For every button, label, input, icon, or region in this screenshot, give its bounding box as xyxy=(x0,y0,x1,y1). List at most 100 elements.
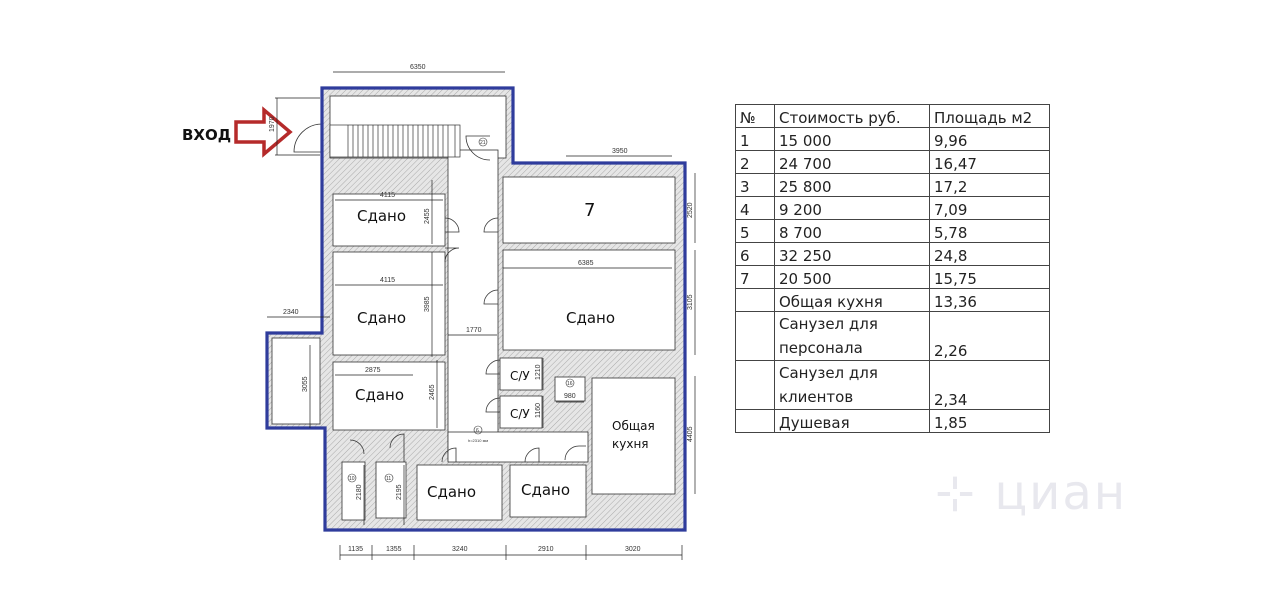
cell-area: 7,09 xyxy=(929,196,1050,220)
cell-number: 3 xyxy=(735,173,775,197)
cell-cost: 20 500 xyxy=(774,265,930,289)
room-label-7: 7 xyxy=(584,200,595,221)
marker-21: 21 xyxy=(480,140,486,146)
room-kitchen xyxy=(591,377,676,495)
dim-1160: 1160 xyxy=(535,403,542,418)
marker-16: 16 xyxy=(567,381,573,387)
room-label-b1: Сдано xyxy=(427,483,476,501)
cell-cost: 32 250 xyxy=(774,242,930,266)
dim-3055: 3055 xyxy=(302,376,309,392)
cell-number xyxy=(735,360,775,410)
cell-area: 9,96 xyxy=(929,127,1050,151)
room-label-6: Сдано xyxy=(566,309,615,327)
dim-entry: 1970 xyxy=(269,116,276,132)
room-3 xyxy=(332,361,446,431)
cell-area: 5,78 xyxy=(929,219,1050,243)
room-label-b2: Сдано xyxy=(521,481,570,499)
room-label-1: Сдано xyxy=(357,207,406,225)
room-label-wc-2: С/У xyxy=(510,407,530,421)
dim-2520: 2520 xyxy=(687,202,694,218)
header-cost: Стоимость руб. xyxy=(774,104,930,128)
cell-number: 2 xyxy=(735,150,775,174)
dim-2875: 2875 xyxy=(365,367,381,374)
cell-number: 1 xyxy=(735,127,775,151)
cell-area: 13,36 xyxy=(929,288,1050,312)
watermark-logo: ⊹ циан xyxy=(935,465,1128,521)
cell-area: 2,34 xyxy=(929,360,1050,410)
dim-2910: 2910 xyxy=(538,546,554,553)
dim-1770: 1770 xyxy=(466,327,482,334)
cell-cost: 9 200 xyxy=(774,196,930,220)
dim-3950: 3950 xyxy=(612,148,628,155)
cell-area: 2,26 xyxy=(929,311,1050,361)
cell-number: 5 xyxy=(735,219,775,243)
cell-number xyxy=(735,311,775,361)
cell-number: 7 xyxy=(735,265,775,289)
dimension-lines xyxy=(267,71,696,560)
entrance-arrow-icon xyxy=(234,106,293,158)
dim-3105: 3105 xyxy=(687,294,694,310)
rented-area-outline xyxy=(265,86,687,532)
room-markers xyxy=(347,137,575,483)
cell-area: 16,47 xyxy=(929,150,1050,174)
room-b2 xyxy=(509,464,587,518)
cell-area: 1,85 xyxy=(929,409,1050,433)
room-10 xyxy=(341,461,366,521)
room-label-3: Сдано xyxy=(355,386,404,404)
dim-4115b: 4115 xyxy=(380,277,395,284)
dim-3985: 3985 xyxy=(424,296,431,312)
cell-cost: 25 800 xyxy=(774,173,930,197)
dim-1210: 1210 xyxy=(535,364,542,380)
header-number: № xyxy=(735,104,775,128)
header-area: Площадь м2 xyxy=(929,104,1050,128)
marker-6: 6 xyxy=(476,428,479,434)
dim-2465: 2465 xyxy=(429,384,436,400)
cell-cost: Общая кухня xyxy=(774,288,930,312)
entrance-label: ВХОД xyxy=(182,126,231,144)
room-wc-2 xyxy=(499,395,543,429)
dim-2340: 2340 xyxy=(283,309,299,316)
table-header: № Стоимость руб. Площадь м2 xyxy=(735,104,1050,128)
dim-4405: 4405 xyxy=(687,426,694,442)
cell-cost: Санузел для персонала xyxy=(774,311,930,361)
cell-cost: 15 000 xyxy=(774,127,930,151)
dim-3020: 3020 xyxy=(625,546,641,553)
room-label-kitchen-1: Общая xyxy=(612,419,655,433)
doors xyxy=(293,123,586,463)
room-1 xyxy=(332,193,446,247)
room-label-wc-1: С/У xyxy=(510,369,530,383)
cell-number xyxy=(735,288,775,312)
corridor-lower xyxy=(447,431,589,463)
cell-cost: 24 700 xyxy=(774,150,930,174)
dim-980: 980 xyxy=(564,393,576,400)
room-shower xyxy=(554,376,586,402)
dim-2195: 2195 xyxy=(396,484,403,500)
room-label-kitchen-2: кухня xyxy=(612,437,649,451)
dim-1135: 1135 xyxy=(348,546,363,553)
marker-11: 11 xyxy=(386,476,391,482)
ceiling-height: h=2310 мм xyxy=(468,438,488,443)
corridor xyxy=(447,149,499,461)
cell-number: 6 xyxy=(735,242,775,266)
room-11 xyxy=(375,461,407,519)
stairs xyxy=(329,124,461,158)
dim-2180: 2180 xyxy=(356,484,363,500)
dim-6350: 6350 xyxy=(410,64,426,71)
room-7 xyxy=(502,176,676,244)
cell-number xyxy=(735,409,775,433)
room-annex xyxy=(271,337,321,425)
marker-10: 10 xyxy=(349,476,355,482)
room-label-2: Сдано xyxy=(357,309,406,327)
cell-area: 17,2 xyxy=(929,173,1050,197)
dim-3240: 3240 xyxy=(452,546,468,553)
